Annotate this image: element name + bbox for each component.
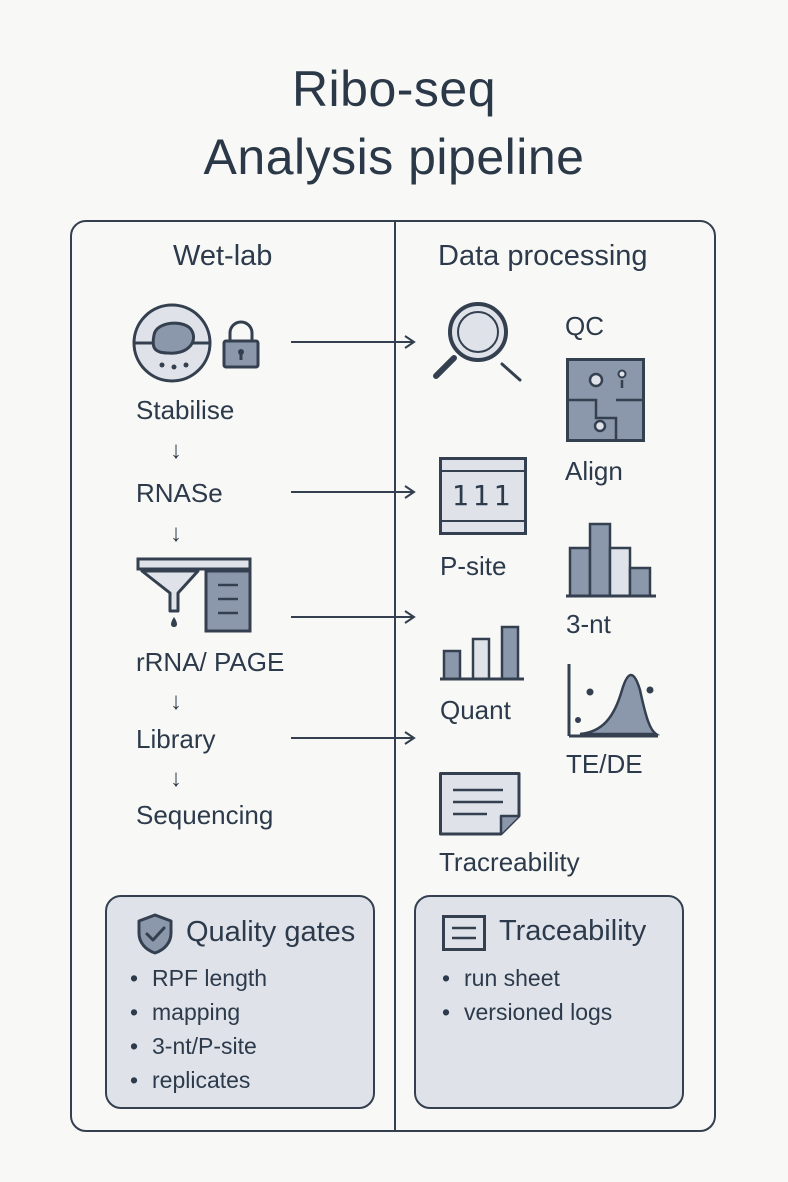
step-3nt: 3-nt — [566, 609, 611, 639]
shield-check-icon — [137, 913, 173, 955]
traceability-item: •run sheet — [442, 965, 560, 991]
pipeline-frame — [70, 220, 716, 1132]
quality-gate-item: •RPF length — [130, 965, 268, 991]
data-processing-header: Data processing — [438, 240, 648, 272]
title-line-2: Analysis pipeline — [203, 129, 585, 185]
step-library: Library — [136, 724, 216, 754]
flow-arrow-4: ↓ — [170, 765, 182, 792]
quality-gate-item: •3-nt/P-site — [130, 1033, 257, 1059]
step-rnase: RNASe — [136, 478, 223, 508]
flow-arrow-2: ↓ — [170, 520, 182, 547]
quant-bar-chart-icon — [440, 625, 524, 681]
align-map-icon — [566, 358, 645, 442]
step-quant: Quant — [440, 695, 511, 725]
step-sequencing: Sequencing — [136, 800, 274, 830]
traceability-document-icon — [439, 772, 521, 836]
traceability-item: •versioned logs — [442, 999, 613, 1025]
step-align: Align — [565, 456, 623, 486]
step-qc: QC — [565, 311, 604, 341]
step-traceability: Tracreability — [439, 847, 580, 877]
column-divider — [394, 222, 396, 1130]
quality-gates-title: Quality gates — [186, 916, 356, 948]
traceability-title: Traceability — [499, 915, 647, 947]
step-stabilise: Stabilise — [136, 395, 235, 425]
psite-counter-icon: 111 — [439, 457, 527, 535]
step-te-de: TE/DE — [566, 749, 643, 779]
quality-gate-item: •replicates — [130, 1067, 251, 1093]
quality-gate-item: •mapping — [130, 999, 241, 1025]
psite-counter-value: 111 — [451, 479, 515, 512]
title-line-1: Ribo-seq — [291, 61, 497, 117]
step-psite: P-site — [440, 551, 507, 581]
te-de-distribution-icon — [567, 664, 661, 738]
flow-arrow-1: ↓ — [170, 437, 182, 464]
document-lines-icon — [442, 915, 486, 951]
stabilise-ribosome-lock-icon — [132, 303, 260, 383]
wetlab-header: Wet-lab — [173, 240, 273, 272]
filter-funnel-tube-icon — [136, 557, 252, 633]
qc-magnifier-icon — [433, 302, 522, 382]
periodicity-histogram-icon — [566, 522, 656, 598]
step-rrna-page: rRNA/ PAGE — [136, 647, 285, 677]
traceability-box — [414, 895, 684, 1109]
flow-arrow-3: ↓ — [170, 688, 182, 715]
